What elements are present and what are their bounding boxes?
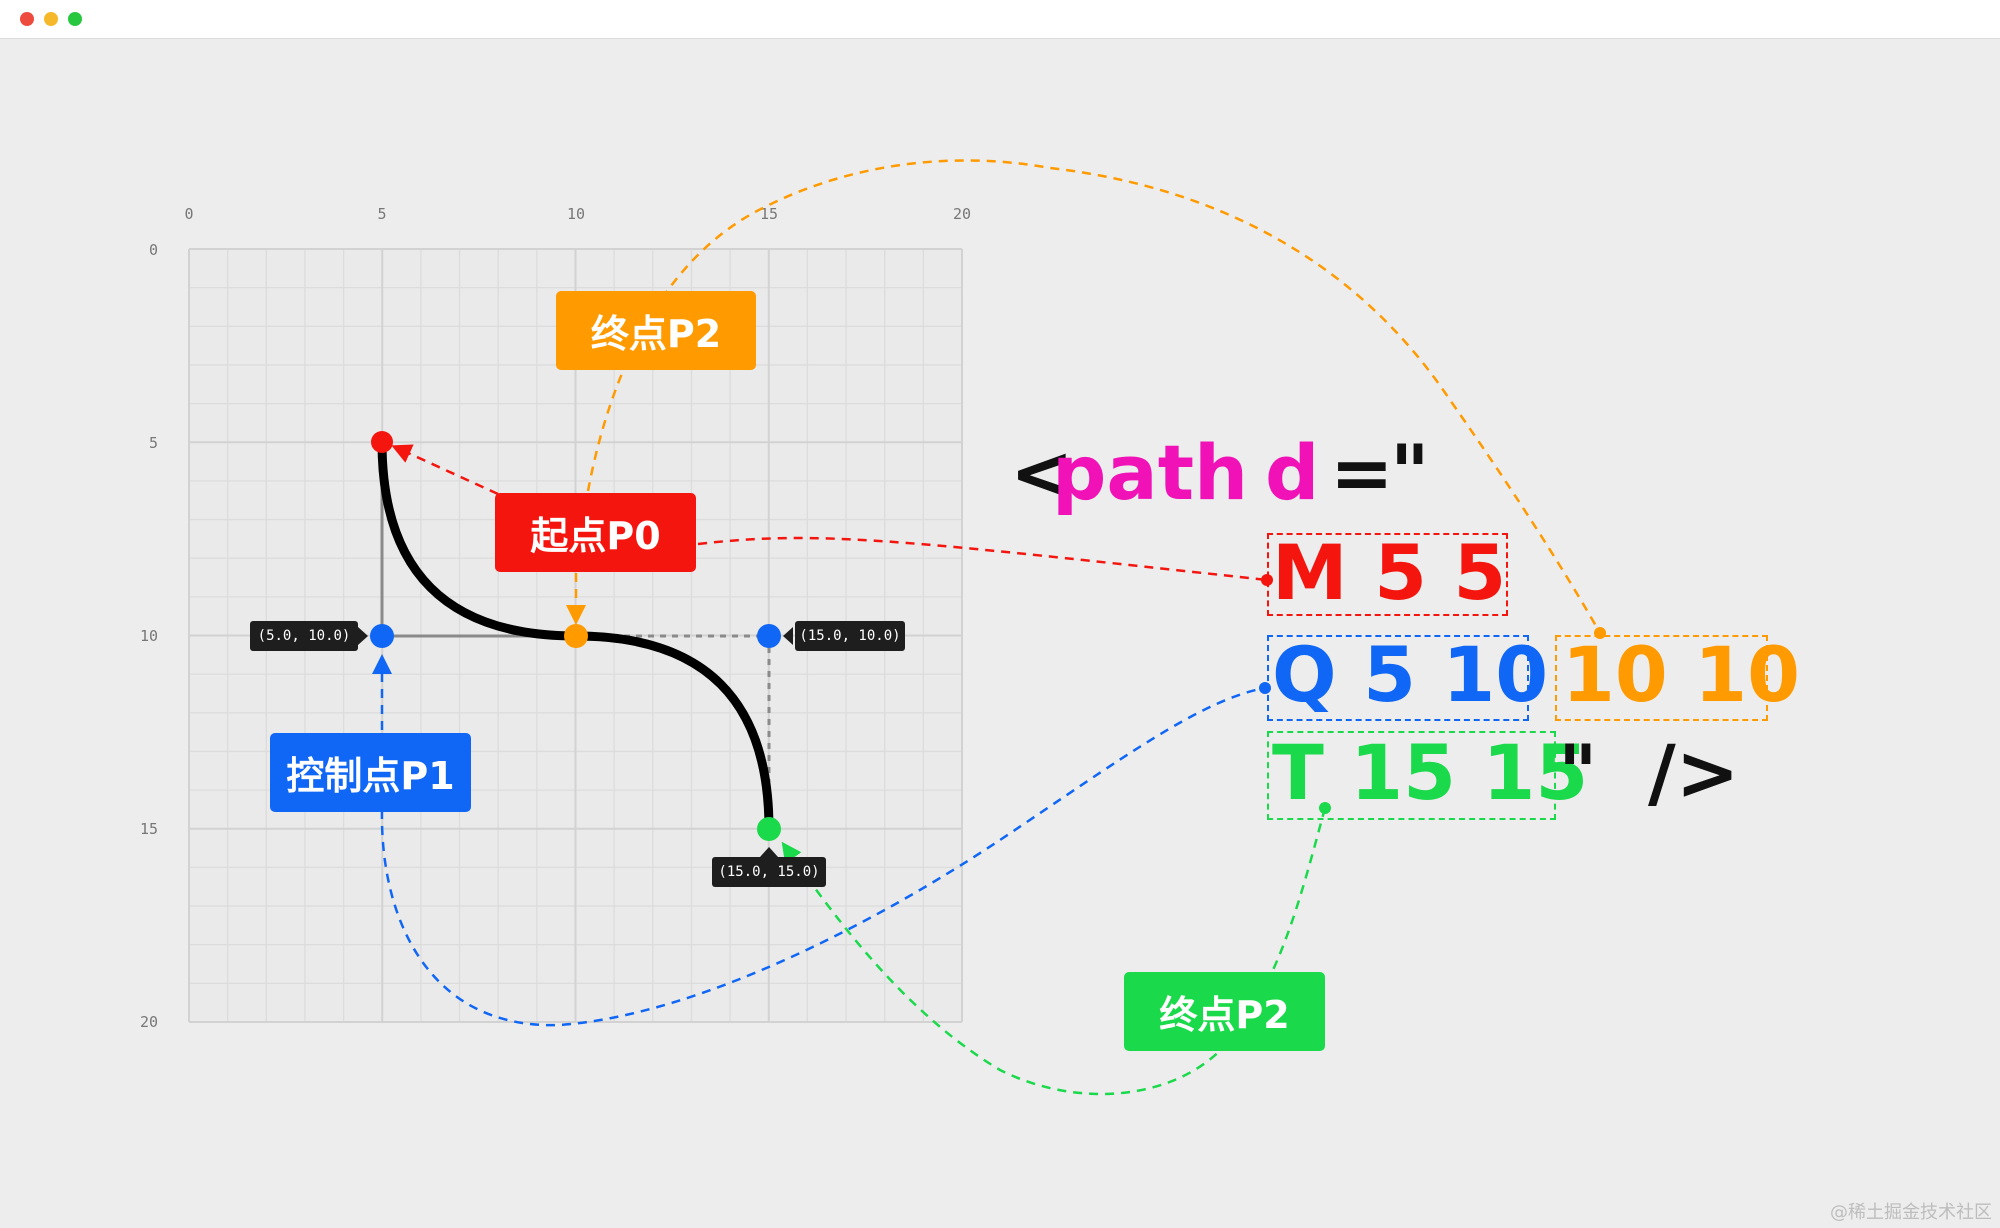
- x-tick-15: 15: [760, 205, 778, 223]
- code-box-move: [1267, 533, 1508, 616]
- x-tick-0: 0: [184, 205, 193, 223]
- window-titlebar: [0, 0, 2000, 39]
- end-point-mid[interactable]: [564, 624, 588, 648]
- x-tick-20: 20: [953, 205, 971, 223]
- x-tick-10: 10: [567, 205, 585, 223]
- connector-red-code: [697, 536, 1268, 582]
- code-quote-open: ": [1390, 428, 1430, 517]
- close-window-button[interactable]: [20, 12, 34, 26]
- minimize-window-button[interactable]: [44, 12, 58, 26]
- code-quad-end: 10 10: [1562, 630, 1800, 719]
- code-equals: =: [1330, 428, 1394, 517]
- y-tick-0: 0: [149, 241, 158, 259]
- code-smooth-command: T 15 15: [1272, 728, 1589, 817]
- code-tag-path: path: [1052, 428, 1249, 517]
- x-tick-5: 5: [377, 205, 386, 223]
- tooltip-pointer-left: [358, 627, 368, 645]
- connector-green-dot: [1319, 802, 1331, 814]
- code-move-command: M 5 5: [1272, 528, 1507, 617]
- code-open-bracket: <: [1010, 428, 1074, 517]
- start-point-p0[interactable]: [371, 431, 393, 453]
- code-box-quad: [1267, 635, 1529, 721]
- label-start-p0: 起点P0: [495, 493, 696, 572]
- label-control-p1: 控制点P1: [270, 733, 471, 812]
- code-quad-command: Q 5 10: [1272, 630, 1549, 719]
- code-close-tag: />: [1648, 728, 1740, 817]
- y-tick-10: 10: [140, 627, 158, 645]
- y-tick-20: 20: [140, 1013, 158, 1031]
- connector-red: [391, 444, 499, 496]
- code-box-smooth: [1267, 731, 1556, 820]
- code-quote-close: ": [1558, 728, 1598, 817]
- maximize-window-button[interactable]: [68, 12, 82, 26]
- control-point-p1-right[interactable]: [757, 624, 781, 648]
- diagram-canvas: 0 5 10 15 20 0 5 10 15 20: [0, 38, 2000, 1228]
- watermark: @稀土掘金技术社区: [1830, 1202, 1992, 1223]
- tooltip-control-right: (15.0, 10.0): [795, 621, 905, 651]
- connector-blue-code: [380, 686, 1266, 1027]
- y-tick-5: 5: [149, 434, 158, 452]
- connector-orange-top: [586, 159, 1602, 634]
- tooltip-pointer-right: [783, 627, 793, 645]
- tooltip-pointer-bottom: [760, 847, 778, 857]
- code-box-quad-end: [1555, 635, 1768, 721]
- connector-green: [781, 807, 1327, 1096]
- end-point-p2[interactable]: [757, 817, 781, 841]
- control-point-p1-left[interactable]: [370, 624, 394, 648]
- tooltip-control-left: (5.0, 10.0): [250, 621, 358, 651]
- code-attr-d: d: [1265, 428, 1320, 517]
- tooltip-end: (15.0, 15.0): [712, 857, 826, 887]
- label-end-p2-top: 终点P2: [556, 291, 756, 370]
- y-tick-15: 15: [140, 820, 158, 838]
- label-end-p2-bottom: 终点P2: [1124, 972, 1325, 1051]
